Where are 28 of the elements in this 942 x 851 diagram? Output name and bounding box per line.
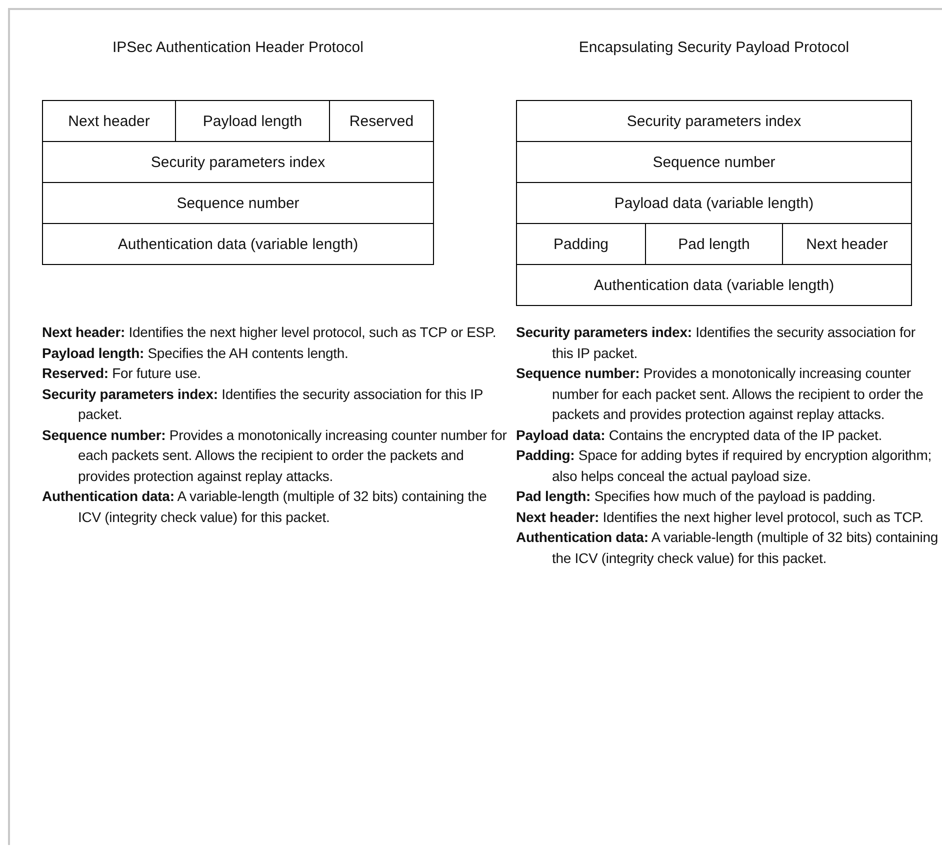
field-definition: Pad length: Specifies how much of the payload is padding. (516, 487, 877, 506)
field-definition: Security parameters index: Identifies the security association for this IP packet. (42, 384, 484, 424)
field-definition: Security parameters index: Identifies the security association for this IP packet. (516, 323, 916, 363)
field-definition: Authentication data: A variable-length (multiple of 32 bits) containing the ICV (integrity check value) for this packet. (516, 528, 939, 568)
field-definition: Payload data: Contains the encrypted data of the IP packet. (516, 426, 883, 445)
field-definition: Next header: Identifies the next higher level protocol, such as TCP. (516, 508, 924, 527)
field-definition: Next header: Identifies the next higher level protocol, such as TCP or ESP. (42, 323, 498, 342)
header-field: Next header (43, 101, 176, 142)
header-field: Pad length (646, 224, 783, 265)
header-field: Sequence number (43, 183, 433, 224)
table-title: Encapsulating Security Payload Protocol (578, 39, 850, 56)
field-definition: Sequence number: Provides a monotonically increasing counter number for each packet sent. Allows the recipient to order the packets and provides protection against replay attacks. (516, 364, 924, 424)
header-field: Authentication data (variable length) (43, 224, 433, 265)
table-title: IPSec Authentication Header Protocol (112, 39, 364, 56)
field-definition: Reserved: For future use. (42, 364, 202, 383)
field-definition: Padding: Space for adding bytes if required by encryption algorithm; also helps conceal the actual payload size. (516, 446, 932, 486)
header-field: Payload data (variable length) (517, 183, 911, 224)
header-field: Sequence number (517, 142, 911, 183)
field-definition: Payload length: Specifies the AH contents length. (42, 344, 350, 363)
field-definition: Authentication data: A variable-length (multiple of 32 bits) containing the ICV (integrity check value) for this packet. (42, 487, 488, 527)
header-field: Next header (783, 224, 911, 265)
header-field: Security parameters index (517, 101, 911, 142)
field-definition: Sequence number: Provides a monotonically increasing counter number for each packets sent. Allows the recipient to order the packets and provides protection against replay attacks. (42, 426, 508, 486)
header-field: Security parameters index (43, 142, 433, 183)
header-field: Authentication data (variable length) (517, 265, 911, 306)
header-field: Payload length (176, 101, 330, 142)
header-field: Reserved (330, 101, 433, 142)
header-field: Padding (517, 224, 646, 265)
